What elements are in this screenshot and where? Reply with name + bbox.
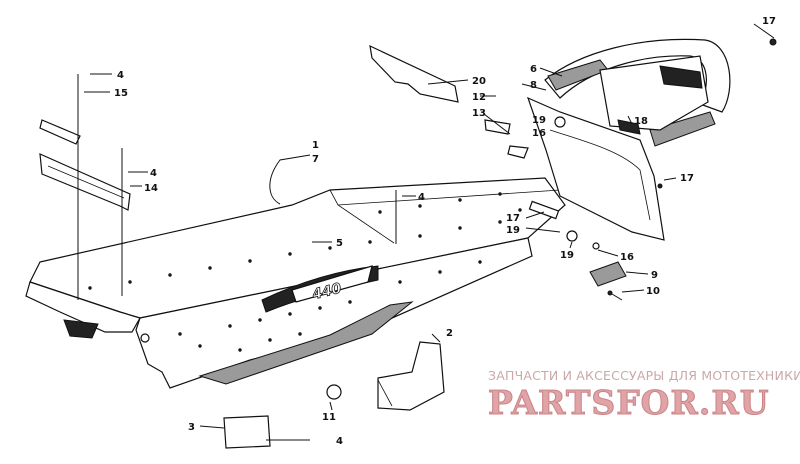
callout-10: 10 [646, 286, 660, 297]
callout-15: 15 [114, 88, 128, 99]
callout-9: 9 [651, 270, 658, 281]
callout-4a: 4 [117, 70, 124, 81]
tunnel-hole [140, 333, 150, 343]
callout-17c: 17 [506, 213, 520, 224]
tunnel-front-lip [25, 281, 141, 333]
front-bracket [63, 319, 99, 339]
part-10-screw [607, 290, 613, 296]
callout-3: 3 [188, 422, 195, 433]
part-20-strip [369, 44, 459, 103]
running-board-strip [198, 301, 414, 385]
callout-2: 2 [446, 328, 453, 339]
decal-440: 440 [261, 265, 379, 313]
callout-19c: 19 [560, 250, 574, 261]
tunnel-assembly [25, 177, 566, 389]
callout-14: 14 [144, 183, 158, 194]
callout-1: 1 [312, 140, 319, 151]
part-3-plate [223, 415, 271, 449]
callout-labels: 4 15 4 14 1 7 5 4 20 12 13 6 8 19 16 18 … [114, 16, 776, 447]
part-11-knob [326, 384, 342, 400]
decal-text: 440 [310, 280, 343, 303]
callout-5: 5 [336, 238, 343, 249]
callout-16a: 16 [532, 128, 546, 139]
callout-4b: 4 [150, 168, 157, 179]
part-19-washer [554, 116, 566, 128]
part-12-strip [484, 119, 511, 135]
callout-17b: 17 [680, 173, 694, 184]
callout-6: 6 [530, 64, 537, 75]
fastener-lines [77, 74, 397, 441]
part-9-reflector [589, 261, 627, 287]
callout-19a: 19 [532, 115, 546, 126]
callout-16b: 16 [620, 252, 634, 263]
callout-11: 11 [322, 412, 336, 423]
watermark-logo: PARTSFOR.RU [488, 383, 770, 423]
bolt-set [528, 200, 600, 250]
part-17-screw-top [769, 38, 777, 46]
part-17-screw-right [657, 183, 663, 189]
callout-4c: 4 [418, 192, 425, 203]
part-13-strip [507, 145, 529, 159]
part-2-bracket [377, 341, 445, 411]
callout-4d: 4 [336, 436, 343, 447]
callout-20: 20 [472, 76, 486, 87]
callout-8: 8 [530, 80, 537, 91]
callout-7: 7 [312, 154, 319, 165]
callout-18: 18 [634, 116, 648, 127]
callout-19b: 19 [506, 225, 520, 236]
part-15-plate [39, 119, 81, 145]
callout-17a: 17 [762, 16, 776, 27]
leader-lines [84, 23, 775, 429]
watermark-tagline: ЗАПЧАСТИ И АКСЕССУАРЫ ДЛЯ МОТОТЕХНИКИ [488, 368, 800, 383]
callout-12: 12 [472, 92, 486, 103]
callout-13: 13 [472, 108, 486, 119]
rear-grab-bar [544, 38, 731, 147]
rivet-holes [88, 192, 522, 352]
